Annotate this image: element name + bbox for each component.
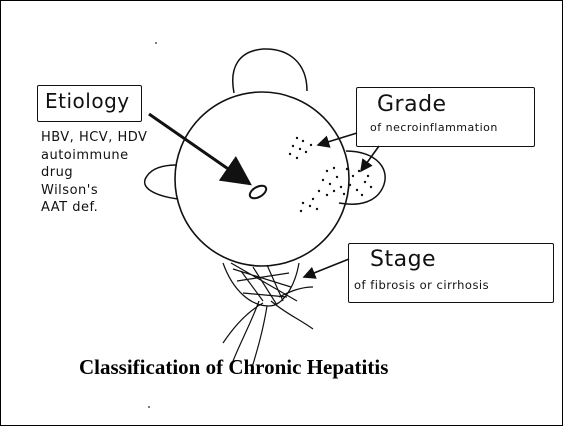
stage-label: Stage xyxy=(370,247,436,272)
grade-label: Grade xyxy=(377,92,447,117)
slide-title: Classification of Chronic Hepatitis xyxy=(79,355,388,380)
etiology-arrow xyxy=(149,114,247,182)
etiology-cause: autoimmune xyxy=(41,147,147,165)
inflammation-dots xyxy=(289,137,372,212)
grade-sublabel: of necroinflammation xyxy=(370,121,498,134)
etiology-cause: Wilson's xyxy=(41,182,147,200)
liver-top-lobe xyxy=(233,49,307,93)
etiology-cause: drug xyxy=(41,164,147,182)
stage-sublabel: of fibrosis or cirrhosis xyxy=(354,278,489,292)
lesion-oval xyxy=(248,183,269,201)
stage-arrow xyxy=(304,259,349,277)
etiology-cause-list: HBV, HCV, HDV autoimmune drug Wilson's A… xyxy=(41,129,147,217)
liver-left-lobe xyxy=(145,165,178,199)
etiology-label: Etiology xyxy=(45,89,130,113)
etiology-cause: AAT def. xyxy=(41,199,147,217)
grade-arrow-lower xyxy=(361,146,379,171)
etiology-cause: HBV, HCV, HDV xyxy=(41,129,147,147)
